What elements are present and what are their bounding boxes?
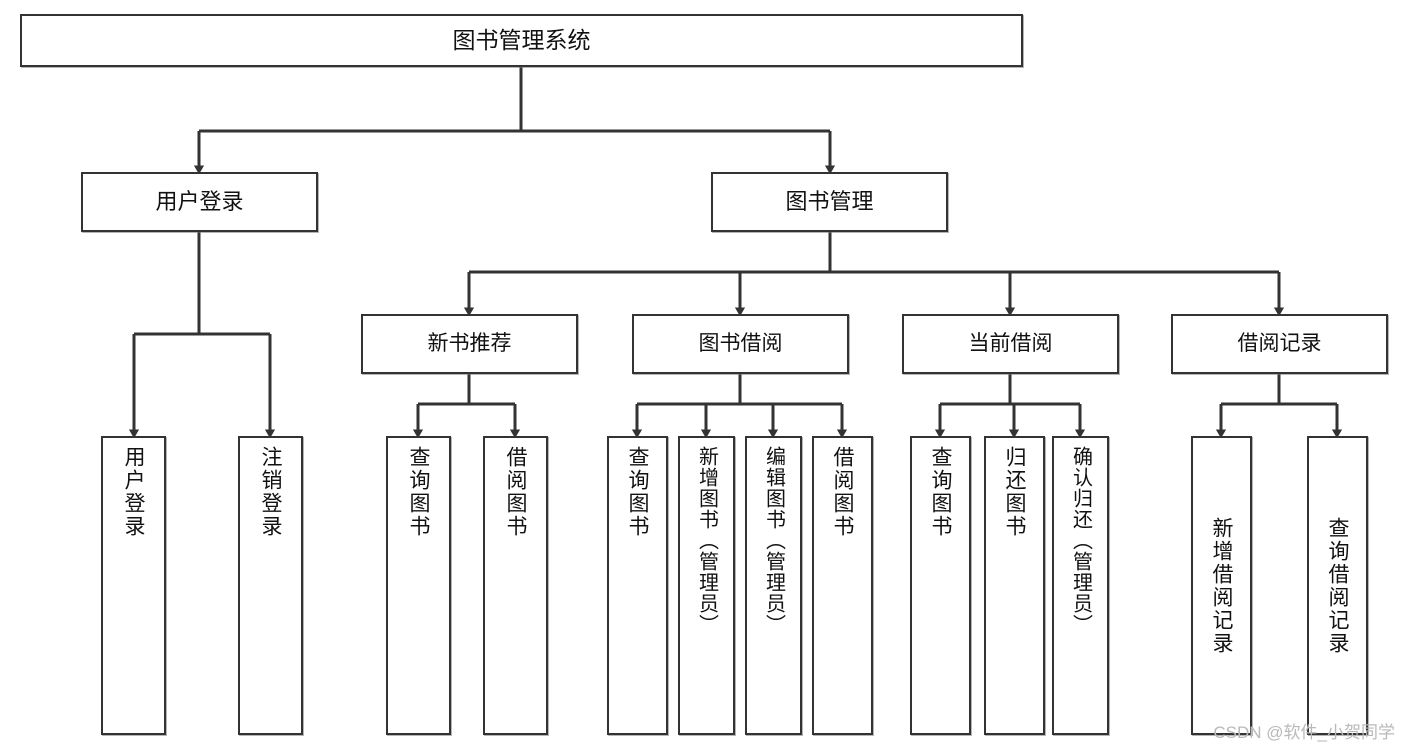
leaf-borrow-book-2[interactable]: 借阅图书 [812,436,873,735]
leaf-query-record[interactable]: 查询借阅记录 [1307,436,1368,735]
leaf-query-book-1[interactable]: 查询图书 [386,436,451,735]
leaf-borrow-book-1-label: 借阅图书 [504,446,528,538]
node-book-borrow-label: 图书借阅 [698,331,783,355]
node-book-borrow[interactable]: 图书借阅 [632,314,849,374]
node-current-borrow-label: 当前借阅 [968,331,1053,355]
leaf-add-record-label: 新增借阅记录 [1210,516,1234,655]
node-new-book-rec-label: 新书推荐 [427,331,512,355]
leaf-logout-label: 注销登录 [259,446,283,538]
node-current-borrow[interactable]: 当前借阅 [902,314,1119,374]
leaf-user-login-label: 用户登录 [122,446,146,538]
leaf-query-book-3-label: 查询图书 [929,446,953,538]
leaf-query-book-3[interactable]: 查询图书 [910,436,971,735]
leaf-edit-book-label: 编辑图书（管理员） [762,446,785,635]
leaf-query-book-2[interactable]: 查询图书 [607,436,668,735]
leaf-logout[interactable]: 注销登录 [238,436,303,735]
leaf-confirm-return[interactable]: 确认归还（管理员） [1052,436,1109,735]
leaf-return-book[interactable]: 归还图书 [984,436,1045,735]
node-user-login[interactable]: 用户登录 [81,172,318,232]
leaf-edit-book[interactable]: 编辑图书（管理员） [745,436,802,735]
node-root-label: 图书管理系统 [452,26,591,53]
leaf-confirm-return-label: 确认归还（管理员） [1069,446,1092,635]
node-user-login-label: 用户登录 [155,189,244,215]
node-borrow-record-label: 借阅记录 [1237,331,1322,355]
node-borrow-record[interactable]: 借阅记录 [1171,314,1388,374]
leaf-add-record[interactable]: 新增借阅记录 [1191,436,1252,735]
leaf-query-book-2-label: 查询图书 [626,446,650,538]
node-book-manage-label: 图书管理 [785,189,874,215]
leaf-return-book-label: 归还图书 [1003,446,1027,538]
leaf-user-login[interactable]: 用户登录 [101,436,166,735]
node-new-book-rec[interactable]: 新书推荐 [361,314,578,374]
leaf-borrow-book-1[interactable]: 借阅图书 [483,436,548,735]
csdn-watermark: CSDN @软件_小贺同学 [1213,723,1395,742]
leaf-query-record-label: 查询借阅记录 [1326,516,1350,655]
leaf-borrow-book-2-label: 借阅图书 [831,446,855,538]
node-root[interactable]: 图书管理系统 [20,14,1023,67]
leaf-query-book-1-label: 查询图书 [407,446,431,538]
node-book-manage[interactable]: 图书管理 [711,172,948,232]
leaf-add-book-label: 新增图书（管理员） [695,446,718,635]
leaf-add-book[interactable]: 新增图书（管理员） [678,436,735,735]
